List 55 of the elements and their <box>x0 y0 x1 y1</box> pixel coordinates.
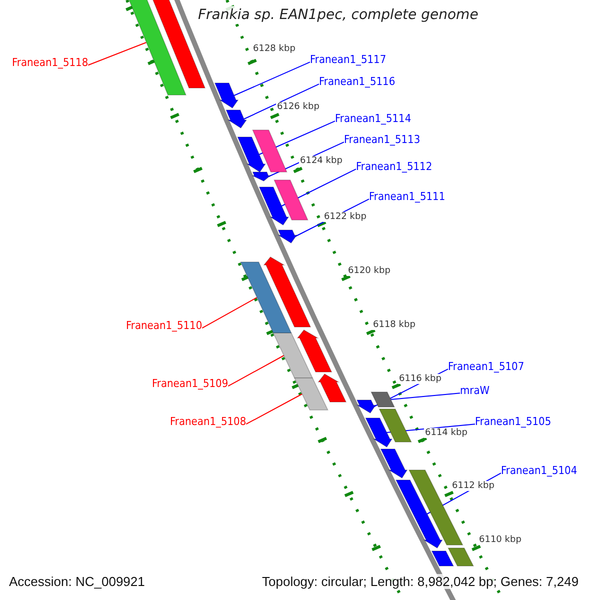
gene-label: Franean1_5107 <box>448 360 524 373</box>
gene-bar <box>294 378 328 410</box>
scale-label: 6114 kbp <box>424 428 468 438</box>
gene-block <box>237 136 266 173</box>
gene-block <box>365 418 393 448</box>
gene-bar <box>274 180 308 220</box>
leader-line <box>390 392 460 400</box>
info-text: Topology: circular; Length: 8,982,042 bp; Genes: 7,249 <box>262 574 579 589</box>
gene-label: Franean1_5114 <box>335 112 412 125</box>
gene-bar <box>252 130 288 172</box>
gene-block <box>214 82 239 109</box>
gene-block <box>318 373 347 402</box>
scale-label: 6124 kbp <box>299 156 344 166</box>
leader-line <box>246 394 303 425</box>
scale-label: 6126 kbp <box>276 102 320 112</box>
gene-label: Franean1_5104 <box>501 464 578 477</box>
gene-bar <box>370 392 396 408</box>
gene-bar <box>448 548 474 566</box>
gene-label: Franean1_5113 <box>344 133 420 146</box>
scale-label: 6118 kbp <box>372 320 416 330</box>
gene-label: Franean1_5111 <box>369 190 446 203</box>
gene-bar <box>378 408 412 442</box>
gene-label: Franean1_5105 <box>475 415 552 428</box>
gene-label: Franean1_5112 <box>356 160 432 173</box>
gene-label: mraW <box>460 384 490 397</box>
gene-label: Franean1_5118 <box>12 56 88 69</box>
gene-label: Franean1_5116 <box>319 75 396 88</box>
gene-label: Franean1_5109 <box>152 377 228 390</box>
leader-line <box>234 62 310 96</box>
leader-line <box>228 355 284 387</box>
scale-label: 6120 kbp <box>347 266 392 276</box>
scale-label: 6122 kbp <box>323 212 368 222</box>
gene-block <box>356 400 376 414</box>
gene-block <box>252 172 272 182</box>
gene-label: Franean1_5110 <box>126 319 202 332</box>
gene-block <box>431 550 454 566</box>
gene-label: Franean1_5108 <box>170 415 246 428</box>
gene-block <box>395 480 443 549</box>
gene-block <box>258 186 290 226</box>
scale-label: 6116 kbp <box>398 374 442 384</box>
scale-label: 6112 kbp <box>451 481 496 491</box>
scale-label: 6110 kbp <box>478 535 522 545</box>
info-text: Accession: NC_009921 <box>9 574 145 589</box>
gene-block <box>226 110 248 129</box>
gene-label: Franean1_5117 <box>310 53 386 66</box>
gene-block <box>277 230 298 244</box>
gene-bar <box>240 262 292 334</box>
gene-bar <box>272 332 314 378</box>
scale-label: 6128 kbp <box>252 44 296 54</box>
gene-block <box>263 256 312 328</box>
leader-line <box>88 42 147 66</box>
leader-line <box>202 297 258 329</box>
leader-line <box>244 84 320 120</box>
gene-block <box>380 448 408 479</box>
gene-block <box>296 329 332 372</box>
